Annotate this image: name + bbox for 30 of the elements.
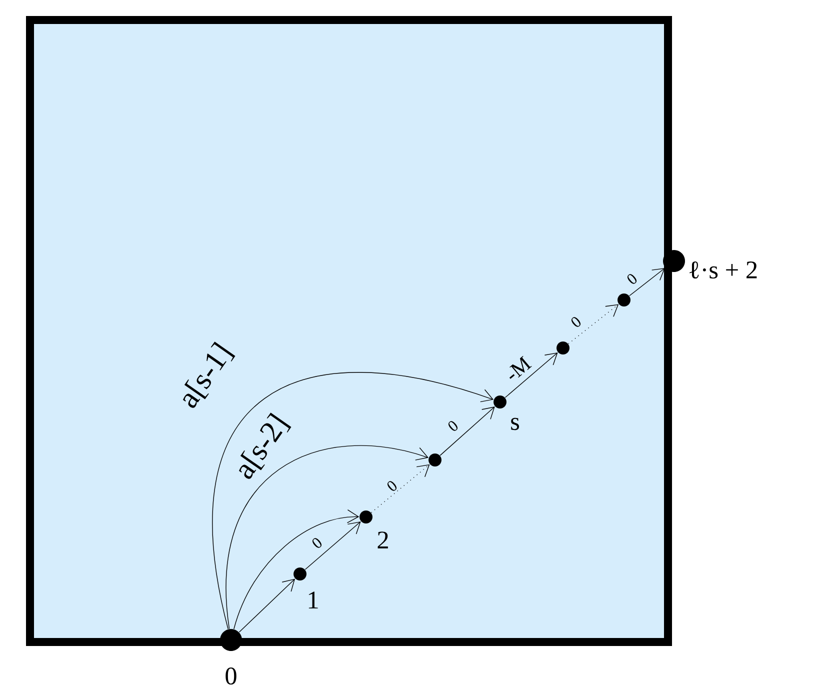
arrow bbox=[304, 521, 361, 570]
arrow bbox=[370, 464, 430, 513]
edge-label: 0 bbox=[448, 421, 458, 431]
vertex-label: s bbox=[511, 418, 519, 430]
edge-label: 0 bbox=[571, 317, 581, 327]
arrow bbox=[212, 372, 494, 630]
vertex-dot bbox=[663, 250, 685, 272]
edge-label: 0 bbox=[312, 538, 322, 548]
arrow bbox=[234, 510, 360, 630]
vertex-label: 1 bbox=[308, 592, 318, 608]
vertex-dot bbox=[428, 454, 442, 466]
arrow bbox=[568, 304, 619, 344]
edge-label: 0 bbox=[627, 274, 637, 284]
vertex-dot bbox=[294, 568, 306, 580]
arrow bbox=[238, 578, 296, 632]
arrow bbox=[226, 446, 429, 630]
vertex-label: 0 bbox=[226, 667, 236, 685]
arrow bbox=[504, 352, 558, 398]
vertex-dot bbox=[360, 510, 372, 524]
arrow bbox=[440, 406, 495, 456]
vertex-label: 2 bbox=[378, 532, 388, 548]
arrow bbox=[629, 268, 666, 296]
vertex-dot bbox=[556, 342, 570, 354]
vertex-dot bbox=[494, 396, 506, 408]
edge-label: 0 bbox=[387, 481, 397, 491]
vertex-dot bbox=[220, 629, 242, 651]
vertex-label: ℓ·s + 2 bbox=[690, 261, 757, 279]
edge-label: -M bbox=[509, 356, 532, 379]
vertex-dot bbox=[618, 294, 630, 306]
square-region bbox=[26, 16, 672, 646]
